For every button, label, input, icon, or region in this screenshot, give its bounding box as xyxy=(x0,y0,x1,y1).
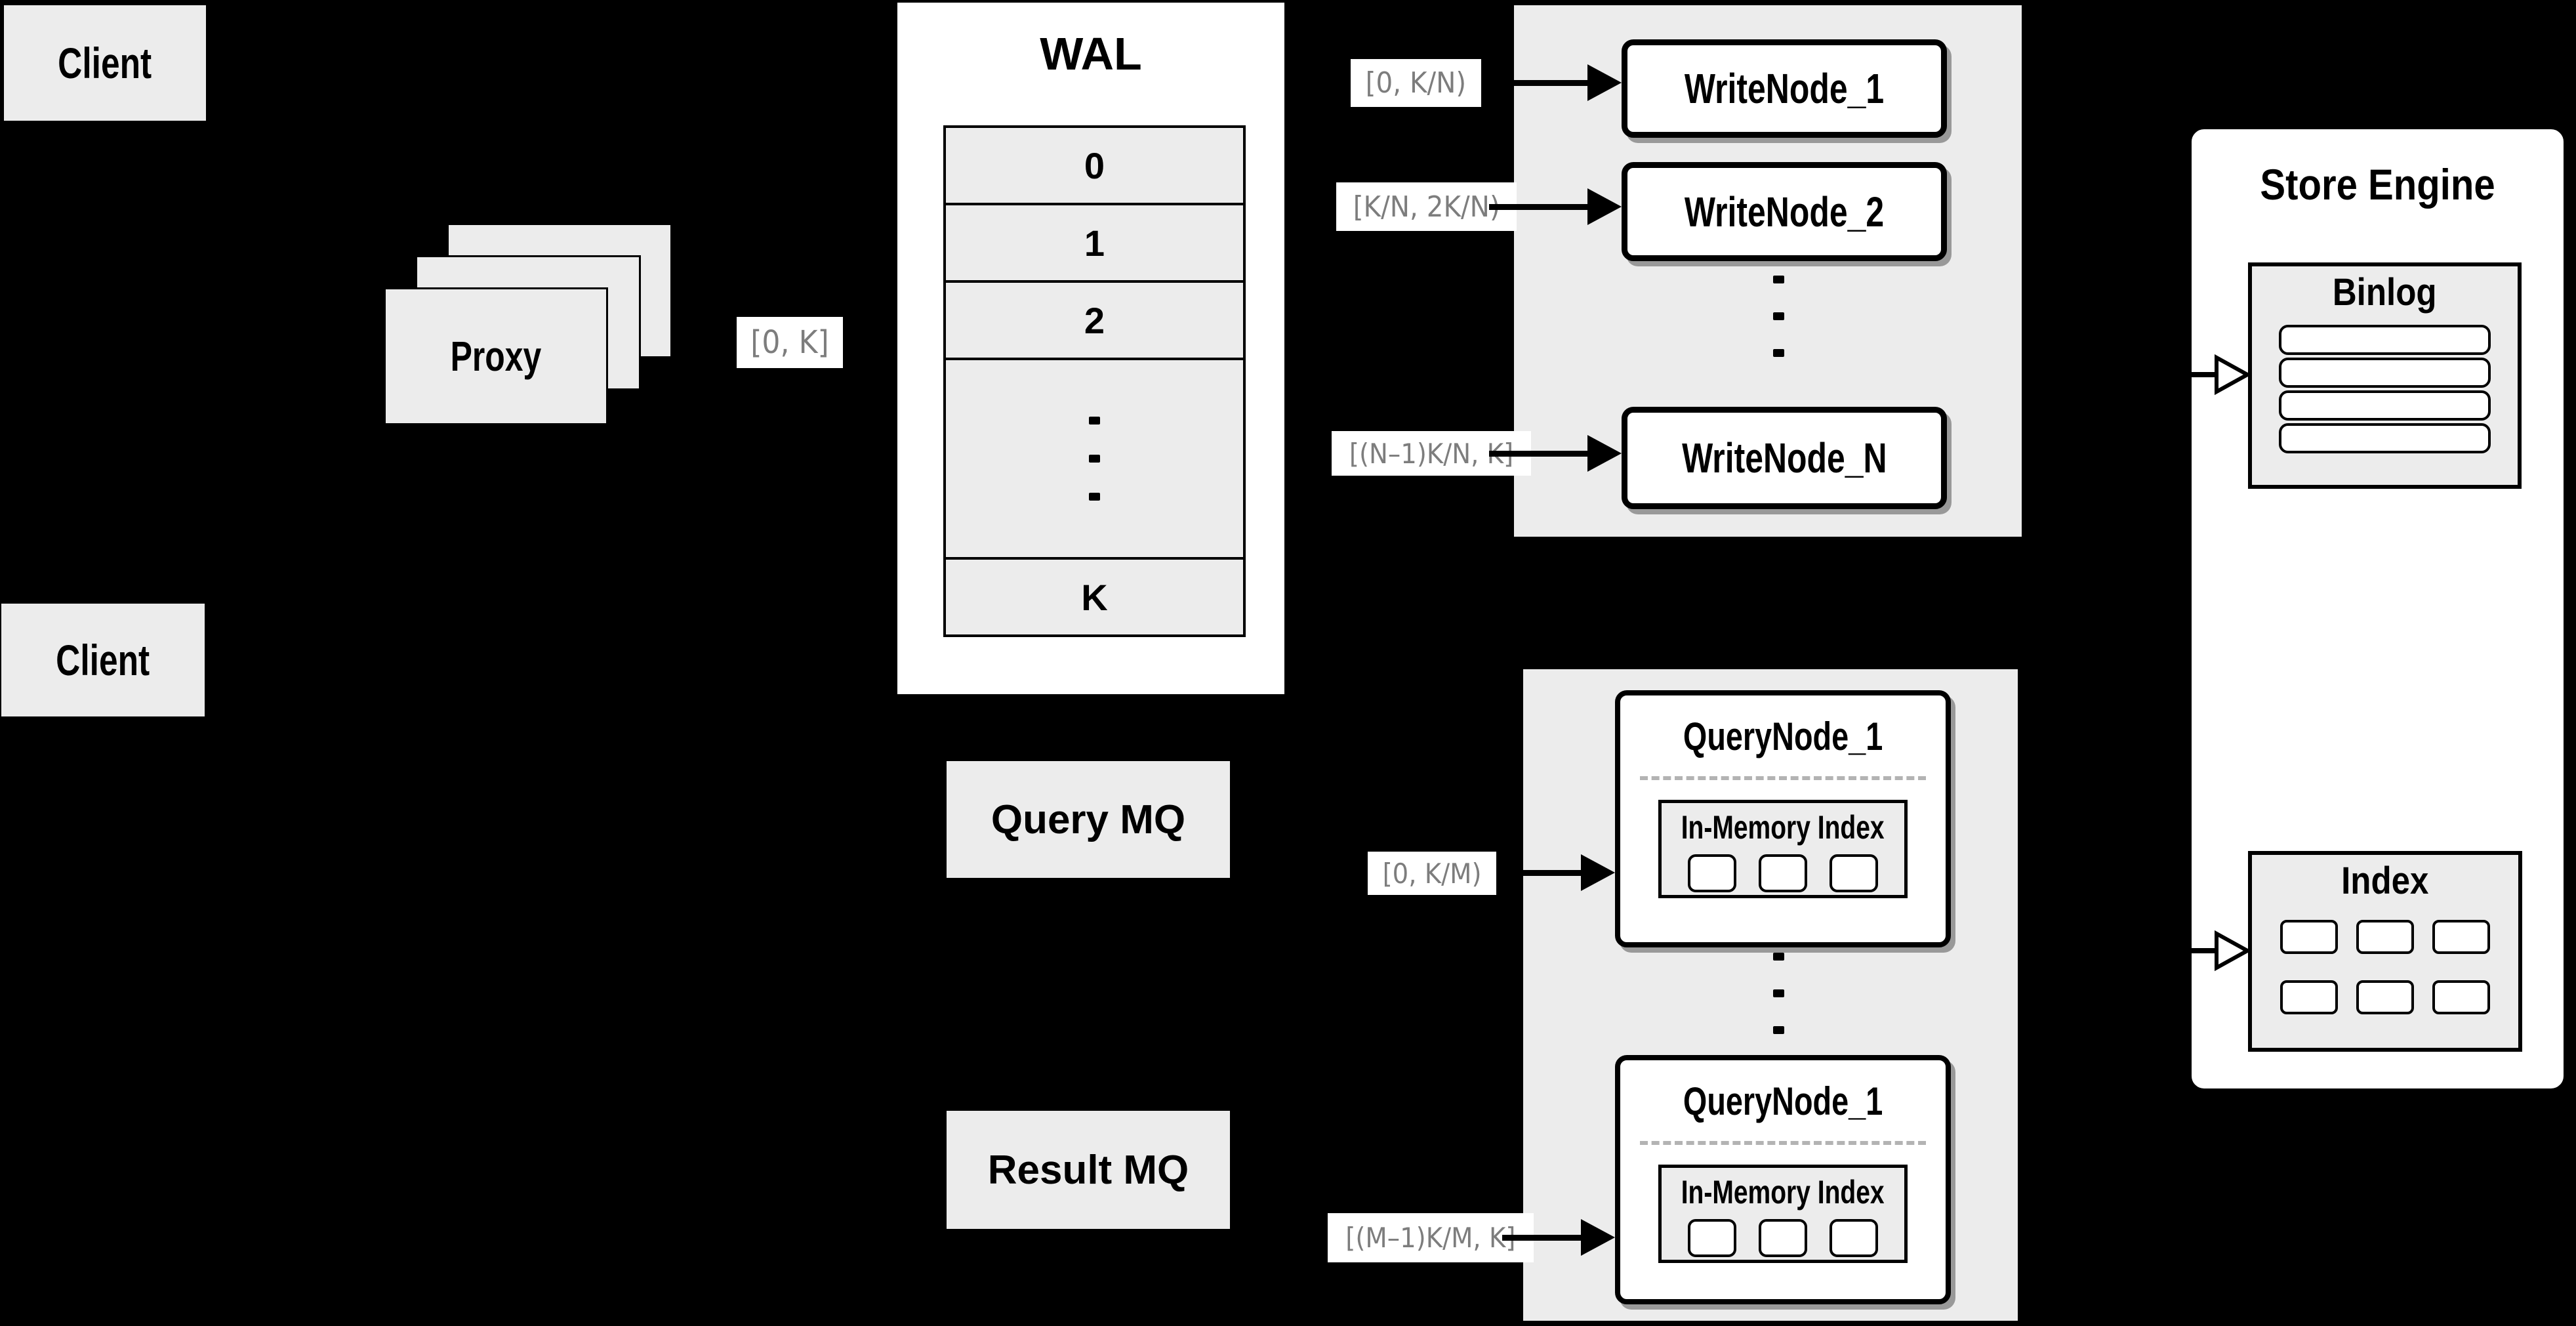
proxy-box: Proxy xyxy=(384,287,608,425)
index-file-cell xyxy=(2432,920,2490,954)
index-segment-cell xyxy=(1688,1219,1736,1257)
binlog-file-slat xyxy=(2279,390,2491,421)
arrowhead-icon xyxy=(1587,64,1622,101)
arrowhead-icon xyxy=(1581,1219,1615,1256)
ellipsis-dot xyxy=(1089,493,1100,501)
wal-panel: WAL 0 1 2 K xyxy=(897,3,1284,694)
arrow-to-querynode-m xyxy=(1502,1219,1615,1256)
write-range-label-1: [0, K/N) xyxy=(1351,59,1481,107)
binlog-file-slat xyxy=(2279,423,2491,453)
index-segment-cell xyxy=(1688,854,1736,892)
query-mq-label: Query MQ xyxy=(991,797,1186,842)
result-mq-label: Result MQ xyxy=(987,1147,1189,1193)
query-nodes-vertical-ellipsis xyxy=(1773,953,1784,1034)
client-box-bottom: Client xyxy=(1,604,205,716)
index-file-cell xyxy=(2356,920,2414,954)
hollow-arrow-to-index xyxy=(2182,930,2251,972)
index-segment-cell xyxy=(1759,1219,1807,1257)
index-box: Index xyxy=(2248,851,2522,1052)
wal-segment-table: 0 1 2 K xyxy=(943,125,1246,637)
hollow-arrow-to-binlog xyxy=(2182,354,2251,396)
binlog-file-slat xyxy=(2279,358,2491,388)
query-range-label-m: [(M–1)K/M, K] xyxy=(1328,1213,1534,1262)
index-segment-cell xyxy=(1759,854,1807,892)
client-bottom-label: Client xyxy=(56,636,150,684)
store-engine-panel: Store Engine Binlog Index xyxy=(2187,125,2568,1093)
index-file-cell xyxy=(2280,920,2338,954)
index-segment-cell xyxy=(1830,1219,1878,1257)
ellipsis-dot xyxy=(1089,455,1100,463)
result-mq-box: Result MQ xyxy=(947,1111,1230,1229)
store-engine-title: Store Engine xyxy=(2260,160,2495,209)
arrow-to-writenode-2 xyxy=(1489,188,1622,225)
arrowhead-icon xyxy=(1581,854,1615,891)
wal-row-k: K xyxy=(946,557,1243,634)
ellipsis-dot xyxy=(1773,1026,1784,1034)
arrowhead-icon xyxy=(1587,188,1622,225)
wal-row-1: 1 xyxy=(946,203,1243,280)
arrow-to-writenode-1 xyxy=(1489,64,1622,101)
index-file-cell xyxy=(2432,980,2490,1014)
index-file-cell xyxy=(2280,980,2338,1014)
write-range-label-2: [K/N, 2K/N) xyxy=(1336,182,1517,231)
ellipsis-dot xyxy=(1773,953,1784,961)
wal-row-0: 0 xyxy=(946,128,1243,203)
binlog-title: Binlog xyxy=(2333,271,2437,314)
write-node-1: WriteNode_1 xyxy=(1622,39,1947,138)
binlog-box: Binlog xyxy=(2248,262,2522,489)
ellipsis-dot xyxy=(1089,417,1100,425)
arrow-to-querynode-1 xyxy=(1502,854,1615,891)
query-node-1: QueryNode_1 In-Memory Index xyxy=(1615,690,1951,947)
write-nodes-vertical-ellipsis xyxy=(1773,276,1784,357)
client-box-top: Client xyxy=(4,5,206,121)
index-title: Index xyxy=(2341,860,2429,902)
proxy-range-label: [0, K] xyxy=(737,317,843,368)
proxy-label: Proxy xyxy=(450,333,542,380)
ellipsis-dot xyxy=(1773,989,1784,997)
write-node-n: WriteNode_N xyxy=(1622,407,1947,509)
in-memory-index-box: In-Memory Index xyxy=(1658,800,1908,898)
ellipsis-dot xyxy=(1773,312,1784,320)
ellipsis-dot xyxy=(1773,349,1784,357)
client-top-label: Client xyxy=(58,39,152,87)
dashed-divider xyxy=(1639,776,1927,780)
query-node-m: QueryNode_1 In-Memory Index xyxy=(1615,1055,1951,1304)
binlog-file-slat xyxy=(2279,325,2491,355)
index-file-cell xyxy=(2356,980,2414,1014)
in-memory-index-box: In-Memory Index xyxy=(1658,1165,1908,1263)
wal-row-ellipsis xyxy=(946,358,1243,557)
arrow-to-writenode-n xyxy=(1489,435,1622,472)
index-segment-cell xyxy=(1830,854,1878,892)
arrowhead-icon xyxy=(1587,435,1622,472)
dashed-divider xyxy=(1639,1141,1927,1145)
write-node-2: WriteNode_2 xyxy=(1622,162,1947,261)
query-mq-box: Query MQ xyxy=(947,761,1230,878)
query-range-label-1: [0, K/M) xyxy=(1368,852,1497,895)
ellipsis-dot xyxy=(1773,276,1784,283)
wal-title: WAL xyxy=(1040,28,1142,79)
wal-row-2: 2 xyxy=(946,280,1243,358)
